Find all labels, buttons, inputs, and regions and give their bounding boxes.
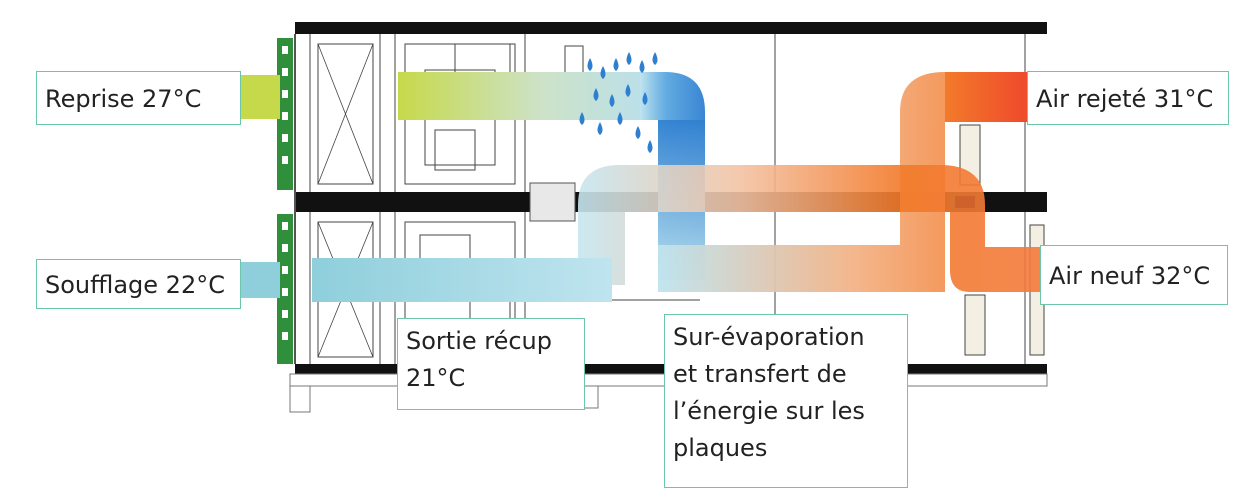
label-sortie-recup-line-2: 21°C [406,364,466,392]
air-flows [240,72,1040,302]
label-sur-evaporation: Sur-évaporation et transfert de l’énergi… [664,314,908,488]
top-rail [295,22,1047,34]
label-soufflage: Soufflage 22°C [36,259,241,309]
exhaust-path [658,72,1025,292]
label-sur-evaporation-line-2: et transfert de [673,360,847,388]
reprise-flow [240,75,280,119]
exhaust-inlet-flow [398,72,660,120]
label-sur-evaporation-line-3: l’énergie sur les [673,397,865,425]
label-sortie-recup: Sortie récup 21°C [397,318,585,410]
label-sur-evaporation-line-4: plaques [673,434,768,462]
intake-panels [277,38,293,364]
label-air-rejete: Air rejeté 31°C [1027,71,1229,125]
air-rejete-flow [945,72,1027,122]
label-reprise: Reprise 27°C [36,71,241,125]
label-sur-evaporation-line-1: Sur-évaporation [673,323,865,351]
soufflage-flow [240,262,280,298]
air-neuf-path [900,165,1040,292]
supply-outlet-flow [312,258,612,302]
label-sortie-recup-line-1: Sortie récup [406,327,553,355]
water-droplets-icon [579,52,658,153]
supply-riser [578,165,900,285]
label-air-neuf: Air neuf 32°C [1040,245,1228,305]
